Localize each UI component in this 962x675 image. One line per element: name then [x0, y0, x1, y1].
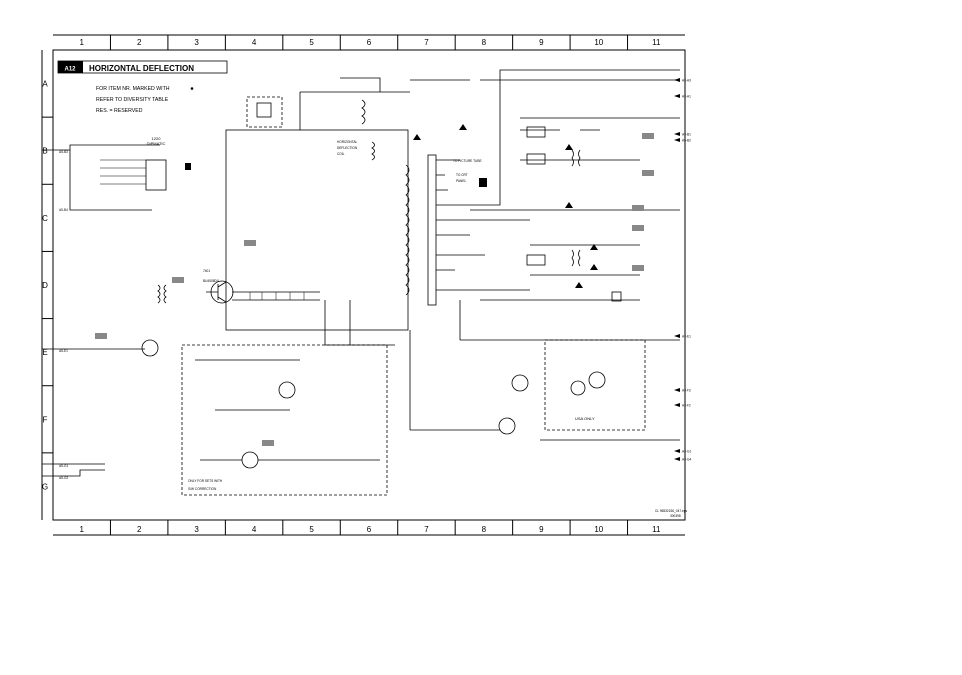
svg-text:HORIZONTAL: HORIZONTAL: [337, 140, 358, 144]
row-letter: A: [42, 80, 48, 89]
connector-label: A3-G4: [682, 458, 691, 462]
connector-label: A3-G1: [682, 450, 691, 454]
connector-label: A3-F3: [682, 389, 691, 393]
svg-text:PANEL: PANEL: [456, 179, 466, 183]
connector-label: A3-A1: [682, 95, 691, 99]
connector-label: A3-A3: [682, 79, 691, 83]
connector-arrow-icon: [674, 138, 680, 142]
svg-text:COIL: COIL: [337, 152, 345, 156]
column-number: 7: [424, 38, 429, 47]
svg-text:ONLY FOR SETS WITH: ONLY FOR SETS WITH: [188, 479, 223, 483]
svg-text:TO CRT: TO CRT: [456, 173, 468, 177]
svg-text:BU4508DX: BU4508DX: [203, 279, 220, 283]
column-number: 11: [652, 38, 661, 47]
connector-arrow-icon: [674, 132, 680, 136]
column-number: 3: [194, 38, 199, 47]
supply-rails: [410, 79, 680, 302]
column-number: 1: [80, 525, 85, 534]
inner-frame: [52, 49, 686, 521]
row-letter: F: [43, 415, 48, 424]
vertical-protection-block: [141, 300, 680, 441]
right-connectors: A3-A3A3-A1A3-B1A5-B2A3-E1A3-F3A3-F2A3-G1…: [674, 78, 691, 462]
title-code: A12: [64, 67, 76, 73]
row-letter: C: [42, 214, 48, 223]
column-number: 2: [137, 525, 142, 534]
footer-code: CL 96532156_047.eps: [655, 509, 688, 513]
connector-arrow-icon: [674, 457, 680, 461]
svg-text:A5-B4: A5-B4: [59, 208, 68, 212]
row-letter: E: [42, 348, 47, 357]
column-number: 11: [652, 525, 661, 534]
svg-text:1220: 1220: [152, 136, 162, 141]
column-number: 9: [539, 525, 544, 534]
svg-text:USA ONLY: USA ONLY: [575, 416, 595, 421]
note-line-2: REFER TO DIVERSITY TABLE: [96, 97, 169, 103]
row-ticks: A B C D E F G: [42, 80, 53, 491]
row-letter: D: [42, 281, 48, 290]
footer-date: 300398: [670, 514, 681, 518]
column-number: 4: [252, 38, 257, 47]
connector-arrow-icon: [674, 94, 680, 98]
column-number: 5: [309, 38, 314, 47]
connector-arrow-icon: [674, 78, 680, 82]
ew-correction-block: ONLY FOR SETS WITH S/W CORRECTION: [181, 344, 388, 496]
svg-text:A5-G1: A5-G1: [59, 464, 68, 468]
note-line-1: FOR ITEM NR. MARKED WITH: [96, 86, 170, 92]
svg-text:A5-B3: A5-B3: [59, 150, 68, 154]
connector-label: A5-B2: [682, 139, 691, 143]
svg-text:TO PICTURE TUBE: TO PICTURE TUBE: [453, 159, 482, 163]
svg-text:A5-G2: A5-G2: [59, 476, 68, 480]
column-number: 10: [594, 38, 603, 47]
connector-label: A3-B1: [682, 133, 691, 137]
connector-arrow-icon: [674, 388, 680, 392]
column-number: 8: [482, 38, 487, 47]
note-line-3: RES. = RESERVED: [96, 108, 143, 114]
svg-text:A5-E1: A5-E1: [59, 349, 68, 353]
row-letter: G: [42, 482, 48, 491]
row-letter: B: [42, 147, 47, 156]
column-number: 1: [80, 38, 85, 47]
connector-label: A3-E1: [682, 335, 691, 339]
column-number: 6: [367, 38, 372, 47]
column-number: 7: [424, 525, 429, 534]
connector-arrow-icon: [674, 403, 680, 407]
column-number: 4: [252, 525, 257, 534]
svg-text:7401: 7401: [203, 269, 210, 273]
connector-label: A3-F2: [682, 404, 691, 408]
column-number: 5: [309, 525, 314, 534]
left-connectors: A5-B3 A5-B4 A5-E1 A5-G1 A5-G2: [42, 144, 160, 480]
column-number: 2: [137, 38, 142, 47]
column-number: 8: [482, 525, 487, 534]
column-number: 9: [539, 38, 544, 47]
main-deflection-circuit: 7401 BU4508DX HORIZONTAL DEFLECTION COIL: [95, 77, 410, 346]
marker-dot-icon: [190, 87, 194, 90]
svg-text:S/W CORRECTION: S/W CORRECTION: [188, 487, 217, 491]
svg-text:DIPMATIC: DIPMATIC: [147, 141, 166, 146]
svg-text:DEFLECTION: DEFLECTION: [337, 146, 358, 150]
dipmatic-block: 1220 DIPMATIC: [100, 136, 191, 191]
column-number: 6: [367, 525, 372, 534]
usa-only-block: USA ONLY: [544, 339, 646, 431]
title-block: A12 HORIZONTAL DEFLECTION: [57, 60, 228, 74]
column-number: 10: [594, 525, 603, 534]
column-number: 3: [194, 525, 199, 534]
connector-arrow-icon: [674, 334, 680, 338]
page-title: HORIZONTAL DEFLECTION: [89, 64, 194, 73]
line-output-transformer: TO PICTURE TUBE TO CRT PANEL: [405, 69, 680, 306]
connector-arrow-icon: [674, 449, 680, 453]
